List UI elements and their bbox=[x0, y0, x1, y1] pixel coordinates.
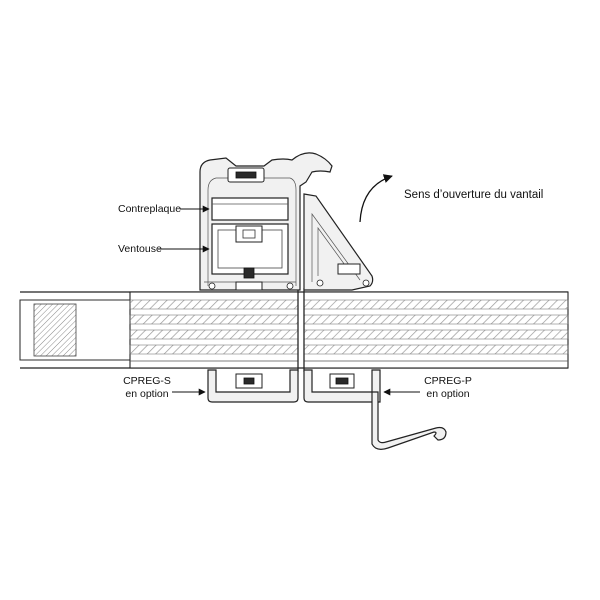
svg-text:CPREG-P: CPREG-P bbox=[424, 375, 472, 387]
top-frame-profile bbox=[199, 152, 333, 291]
svg-text:en option: en option bbox=[426, 388, 469, 400]
wall-hatch bbox=[33, 303, 77, 357]
sash-profile bbox=[303, 193, 374, 291]
drip-hook bbox=[371, 391, 447, 450]
annotation-opening-direction: Sens d’ouverture du vantail bbox=[359, 174, 543, 223]
svg-text:Sens d’ouverture du vantail: Sens d’ouverture du vantail bbox=[404, 189, 543, 201]
multiwall-sheet-right bbox=[303, 291, 569, 369]
suction-cup bbox=[211, 223, 289, 279]
svg-text:CPREG-S: CPREG-S bbox=[123, 375, 171, 387]
annotation-cpreg-p: CPREG-P en option bbox=[383, 375, 472, 400]
annotation-ventouse: Ventouse bbox=[118, 243, 210, 255]
panel-band bbox=[19, 288, 569, 372]
multiwall-sheet-left bbox=[129, 291, 299, 369]
plywood-plate bbox=[211, 197, 289, 221]
svg-text:Contreplaque: Contreplaque bbox=[118, 203, 181, 215]
svg-text:en option: en option bbox=[125, 388, 168, 400]
annotation-contreplaque: Contreplaque bbox=[118, 203, 210, 215]
svg-text:Ventouse: Ventouse bbox=[118, 243, 162, 255]
cpreg-s-profile bbox=[207, 369, 299, 403]
cpreg-p-profile bbox=[303, 369, 447, 450]
opening-arc-arrow bbox=[359, 174, 393, 223]
annotation-cpreg-s: CPREG-S en option bbox=[123, 375, 206, 400]
